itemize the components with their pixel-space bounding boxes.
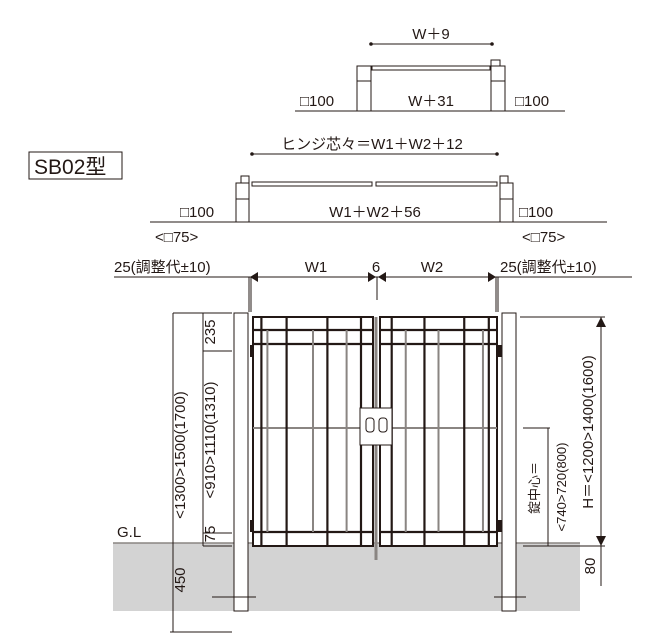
hinge	[498, 345, 502, 357]
right-height-dims: 錠中心＝ <740>720(800) H＝<1200>1400(1600) 80	[520, 316, 606, 586]
left-height-dims: <1300>1500(1700) 235 <910>1110(1310) 75 …	[170, 312, 232, 633]
post-left	[233, 312, 249, 612]
double-width-label: W1＋W2＋56	[329, 204, 421, 221]
elevation-width-dims: 25(調整代±10) W1 6 W2 25(調整代±10)	[114, 259, 632, 312]
gate-elevation	[250, 316, 502, 560]
double-post-right-label: □100	[519, 204, 553, 221]
model-label-box	[28, 151, 123, 180]
post-left	[235, 182, 250, 200]
top-offset-label: 235	[202, 319, 219, 344]
hinge	[250, 345, 254, 357]
post-height-label: <1300>1500(1700)	[172, 391, 189, 519]
mid-height-label: <910>1110(1310)	[202, 381, 219, 498]
ground-clearance-label: 80	[582, 558, 599, 575]
single-gate-plan: W＋9 □100 W＋31 □100	[295, 26, 565, 112]
post-right	[501, 312, 517, 612]
gate-leaf-left	[251, 181, 373, 187]
gate-leaf	[371, 65, 491, 71]
lock-center-value: <740>720(800)	[554, 443, 569, 532]
alt-post-right-label: <□75>	[522, 229, 566, 246]
hinge	[498, 520, 502, 532]
alt-post-left-label: <□75>	[155, 229, 199, 246]
double-gate-plan: ヒンジ芯々＝W1＋W2＋12 □100 W1＋W2＋56 □100 <□75> …	[150, 136, 607, 246]
w2-label: W2	[421, 259, 444, 276]
single-width-label: W＋31	[408, 93, 454, 110]
w1-label: W1	[305, 259, 328, 276]
single-post-left-label: □100	[300, 93, 334, 110]
lock-center-label: 錠中心＝	[527, 462, 542, 514]
post-right	[490, 65, 506, 82]
hinge	[250, 520, 254, 532]
hinge-dim-label: ヒンジ芯々＝W1＋W2＋12	[281, 136, 463, 153]
embed-depth-label: 450	[172, 567, 189, 592]
post-right	[499, 182, 514, 200]
gate-height-label: H＝<1200>1400(1600)	[580, 355, 597, 508]
single-top-dim-label: W＋9	[412, 26, 450, 43]
model-label: SB02型	[34, 156, 106, 179]
double-post-left-label: □100	[180, 204, 214, 221]
bottom-offset-label: 75	[202, 526, 219, 543]
gl-label: G.L	[117, 524, 141, 541]
gate-leaf-right	[375, 181, 498, 187]
gap-label: 6	[372, 259, 380, 276]
adjust-right-label: 25(調整代±10)	[500, 259, 597, 276]
single-post-right-label: □100	[515, 93, 549, 110]
post-left	[356, 65, 372, 82]
adjust-left-label: 25(調整代±10)	[114, 259, 211, 276]
